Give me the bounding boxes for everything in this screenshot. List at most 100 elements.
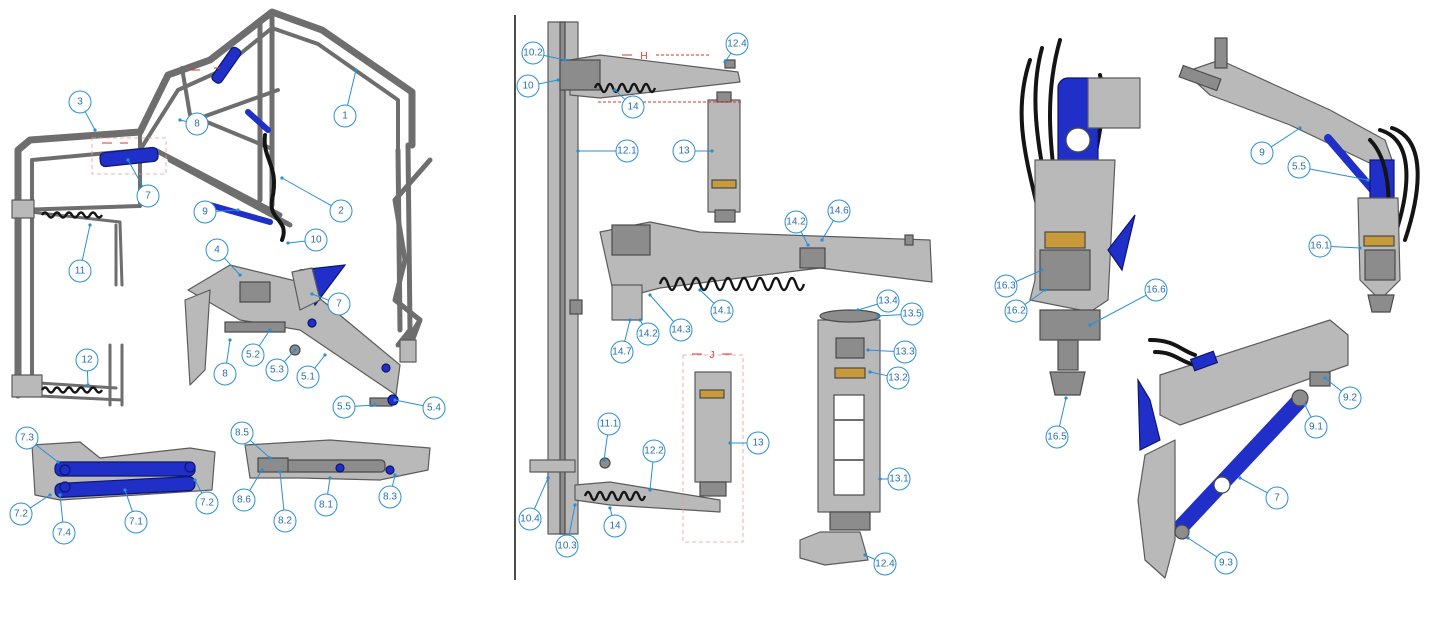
callout-leader [327, 477, 331, 495]
callout-leader [649, 294, 675, 323]
callout-circle [75, 348, 99, 372]
callout-circle [610, 340, 634, 364]
left-panel [11, 8, 433, 501]
lower-right-beam [1159, 319, 1349, 426]
callout-circle [422, 396, 446, 420]
callout-arrow-tip [178, 118, 182, 122]
callout-circle [213, 362, 237, 386]
callout-label: 7 [145, 191, 151, 202]
callout-left-15: 11 [68, 223, 92, 283]
callout-middle-7: 12.4 [723, 32, 749, 64]
callout-leader [800, 231, 809, 246]
callout-arrow-tip [613, 88, 617, 92]
callout-arrow-tip [193, 478, 197, 482]
callout-right-2: 9 [1250, 126, 1302, 165]
callout-circle [68, 259, 92, 283]
callout-leader [543, 54, 566, 61]
callout-middle-16: 14 [613, 88, 645, 119]
callout-arrow-tip [878, 477, 882, 481]
callout-leader [1058, 397, 1067, 427]
callout-left-18: 7.2 [9, 493, 52, 526]
callout-arrow-tip [393, 398, 397, 402]
callout-left-21: 7.4 [52, 493, 76, 545]
callout-arrow-tip [868, 370, 872, 374]
callout-leader [1024, 289, 1046, 305]
callout-middle-11: 13.1 [878, 467, 911, 491]
callout-circle [193, 200, 217, 224]
dimension-j-label: J [710, 350, 715, 361]
callout-label: 9 [1259, 148, 1265, 159]
callout-left-10: 7 [310, 292, 351, 316]
callout-label: 7.2 [200, 498, 214, 509]
callout-circle [329, 199, 353, 223]
left-spring-lower [40, 386, 104, 394]
callout-leader [1324, 377, 1342, 392]
callout-label: 13.5 [902, 309, 922, 320]
callout-middle-6: 12.2 [642, 439, 666, 492]
lower-spring [583, 490, 647, 502]
callout-arrow-tip [86, 383, 90, 387]
blue-rod-mid [207, 202, 273, 225]
callout-arrow-tip [268, 328, 272, 332]
callout-leader [1015, 269, 1043, 282]
callout-circle [1338, 386, 1362, 410]
callout-label: 14.6 [829, 206, 849, 217]
callout-arrow-tip [1358, 246, 1362, 250]
callout-label: 11.1 [600, 419, 619, 430]
callout-leader [86, 370, 89, 386]
callout-leader [624, 319, 631, 342]
callout-label: 2 [338, 206, 344, 217]
callout-circle [1304, 415, 1328, 439]
callout-circle [333, 104, 357, 128]
callout-label: 8.6 [237, 495, 251, 506]
callout-label: 14.7 [612, 347, 632, 358]
callout-circle [195, 491, 219, 515]
callout-leader [194, 479, 203, 494]
callout-right-7: 16.2 [1004, 288, 1047, 323]
hoses-left-unit [1019, 38, 1105, 242]
callout-arrow-tip [48, 493, 52, 497]
callout-middle-2: 10.3 [555, 503, 579, 558]
callout-label: 13.3 [895, 347, 915, 358]
callout-leader [869, 371, 888, 377]
callout-arrow-tip [268, 456, 272, 460]
callout-label: 14.2 [638, 329, 658, 340]
callout-leader [1330, 246, 1361, 249]
callout-circle [314, 493, 338, 517]
callout-label: 12 [81, 355, 93, 366]
callout-right-5: 9.3 [1186, 536, 1238, 575]
callout-circle [241, 343, 265, 367]
gantry-frame [11, 8, 416, 407]
callout-right-3: 9.1 [1303, 403, 1328, 439]
callout-label: 10.3 [557, 541, 577, 552]
cylinder-8-detail [244, 439, 431, 481]
red-dim-marks [91, 67, 220, 175]
callout-label: 16.3 [996, 281, 1016, 292]
callout-label: 7.3 [20, 433, 34, 444]
callout-label: 13.4 [878, 296, 898, 307]
callout-label: 1 [342, 111, 348, 122]
callout-circle [1308, 234, 1332, 258]
callout-middle-14: 13.4 [856, 289, 900, 313]
callout-arrow-tip [126, 158, 130, 162]
callout-circle [521, 41, 545, 65]
callout-circle [185, 112, 209, 136]
callout-leader [354, 404, 376, 407]
callout-leader [1239, 477, 1268, 494]
callout-leader [394, 399, 424, 407]
middle-arm-box [611, 224, 651, 256]
callout-label: 8.2 [278, 516, 292, 527]
callout-leader [224, 257, 241, 276]
callout-arrow-tip [698, 288, 702, 292]
callout-leader [124, 489, 133, 512]
callout-label: 7 [1274, 493, 1280, 504]
callout-leader [283, 349, 296, 363]
callout-right-0: 5.5 [1287, 155, 1370, 182]
callout-circle [516, 74, 540, 98]
callout-left-0: 1 [333, 68, 358, 128]
callout-arrow-tip [710, 149, 714, 153]
callout-label: 9.2 [1343, 393, 1357, 404]
right-unit-body [1357, 197, 1401, 301]
callout-left-22: 8.1 [314, 476, 338, 517]
callout-circle [327, 292, 351, 316]
